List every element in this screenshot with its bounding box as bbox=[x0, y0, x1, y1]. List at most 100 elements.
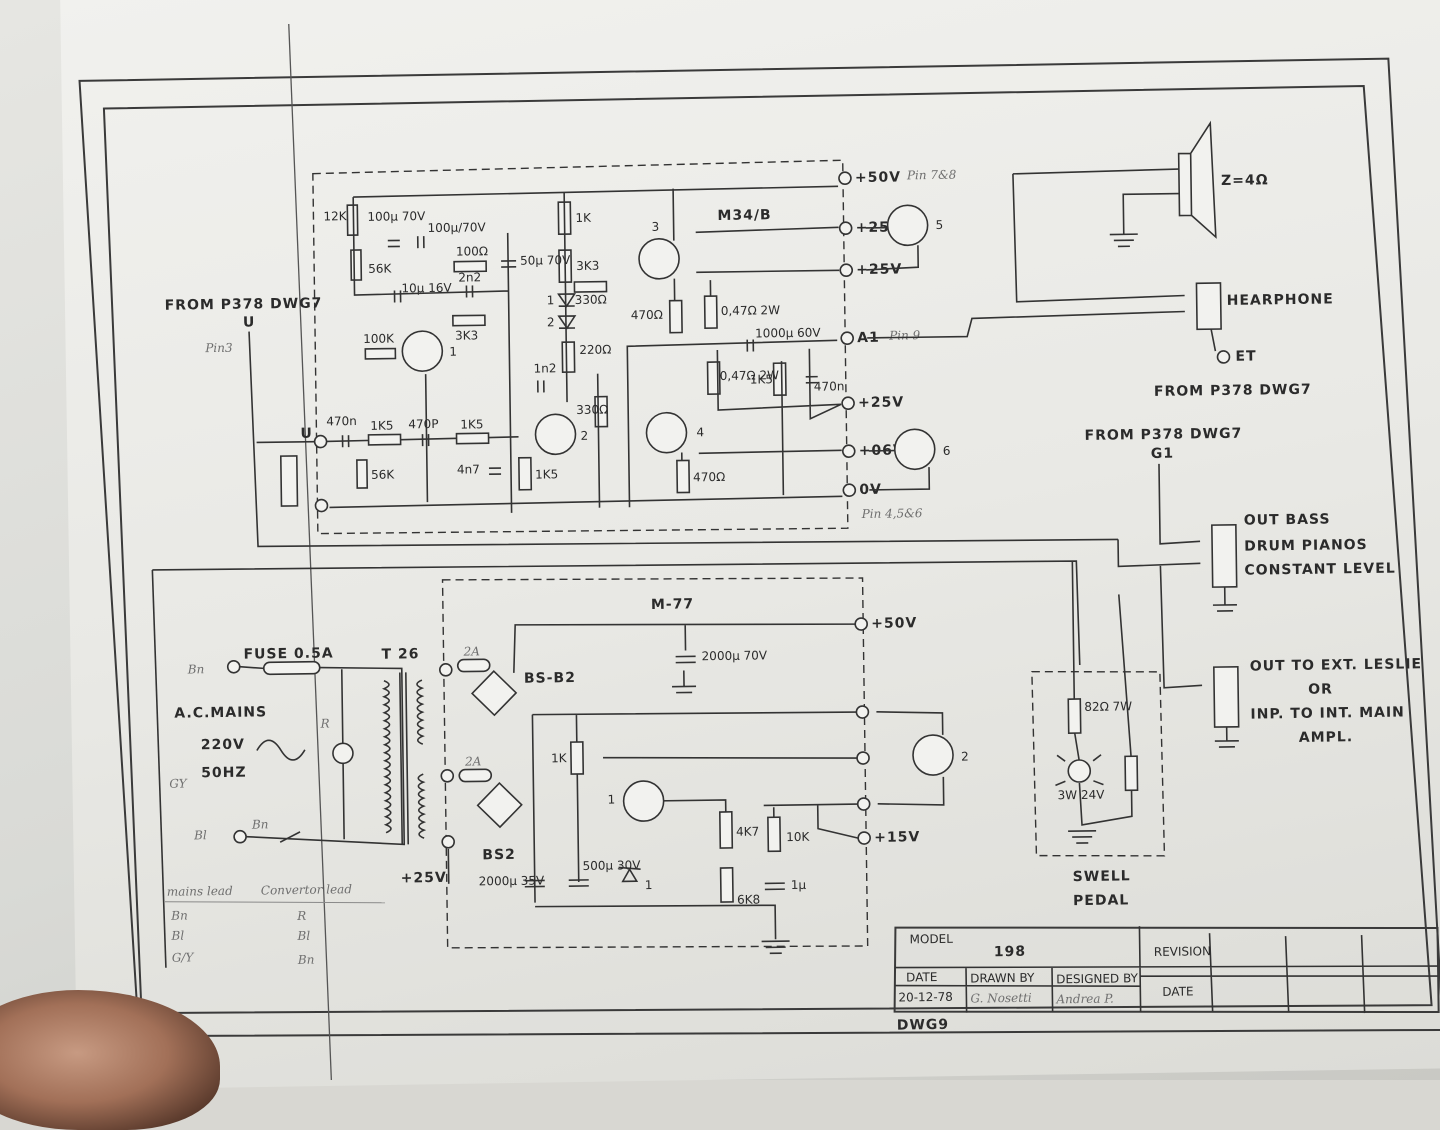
swell-line-1: SWELL bbox=[1073, 868, 1131, 885]
r-1k5-b: 1K5 bbox=[460, 417, 483, 431]
power-module-label: M-77 bbox=[651, 596, 694, 613]
lamp-rays-icon bbox=[1055, 754, 1104, 787]
r-100ohm: 100Ω bbox=[456, 244, 488, 258]
mains-row-1-b: R bbox=[296, 909, 306, 923]
zener-icon bbox=[618, 866, 641, 883]
r-12k: 12K bbox=[323, 209, 347, 223]
tb-designed-value: Andrea P. bbox=[1055, 992, 1114, 1007]
bridge-rectifier-a bbox=[470, 670, 518, 717]
r-1k: 1K bbox=[575, 211, 592, 225]
power-outer-wire bbox=[152, 560, 1081, 666]
mains-row-2-b: Bl bbox=[296, 929, 310, 943]
power-node-a bbox=[438, 663, 453, 677]
power-rail-50v-node bbox=[854, 617, 868, 631]
transformer-core-icon bbox=[399, 672, 410, 845]
r-1k5-c: 1K5 bbox=[535, 467, 558, 481]
fuse-2a-b: 2A bbox=[464, 754, 482, 768]
c-4n7: 4n7 bbox=[457, 462, 480, 476]
tb-date-value: 20-12-78 bbox=[898, 990, 953, 1005]
leslie-line-1: OUT TO EXT. LESLIE bbox=[1250, 656, 1422, 674]
tb-revision-label: REVISION bbox=[1154, 944, 1211, 959]
speaker-impedance: Z=4Ω bbox=[1221, 172, 1269, 189]
power-rail-15v-node bbox=[857, 831, 871, 845]
r-56k-a: 56K bbox=[368, 262, 392, 276]
r-56k-b: 56K bbox=[371, 468, 395, 482]
mains-line-1: A.C.MAINS bbox=[174, 704, 267, 721]
inner-frame bbox=[102, 84, 1433, 1015]
tb-drawn-label: DRAWN BY bbox=[970, 971, 1035, 986]
tb-date-label: DATE bbox=[906, 970, 937, 984]
res-6k8-icon bbox=[719, 867, 734, 903]
note-pin78: Pin 7&8 bbox=[906, 168, 957, 183]
outbass-from: FROM P378 DWG7 bbox=[1084, 426, 1242, 444]
amplifier-module-box bbox=[312, 159, 849, 535]
schematic-diagram: M34/B +50V +25G +25V A1 +25V +06V 0V Pin… bbox=[78, 23, 1440, 1080]
leslie-ground bbox=[1214, 726, 1239, 748]
a1-to-headphone-wire bbox=[867, 310, 1185, 339]
bridge-rectifier-b bbox=[476, 781, 523, 829]
amp-input-from: FROM P378 DWG7 bbox=[165, 296, 323, 314]
swell-line-2: PEDAL bbox=[1073, 892, 1129, 909]
amp-internal-wiring bbox=[352, 188, 931, 513]
diode-1: 1 bbox=[547, 293, 555, 307]
tb-model-label: MODEL bbox=[909, 932, 953, 947]
res-6k8: 6K8 bbox=[737, 892, 760, 906]
headphone-label: HEARPHONE bbox=[1227, 291, 1334, 308]
cap-500u-30v-icon bbox=[568, 879, 589, 887]
fuse-label: FUSE 0.5A bbox=[243, 645, 333, 662]
transistor-6: 6 bbox=[943, 444, 951, 458]
r-047-a: 0,47Ω 2W bbox=[721, 303, 781, 318]
cap-2000u-70v-icon bbox=[675, 655, 696, 664]
transistor-5: 5 bbox=[936, 218, 944, 232]
r-470ohm-b: 470Ω bbox=[693, 470, 725, 484]
c-1n2: 1n2 bbox=[533, 361, 556, 375]
mains-lead-table: mains lead Convertor lead Bn R Bl Bl G/Y… bbox=[164, 882, 386, 967]
ground-icon bbox=[1109, 233, 1138, 248]
power-transistor-1: 1 bbox=[608, 792, 616, 806]
power-rail-50v: +50V bbox=[871, 615, 917, 632]
fuse-2a-icon-b bbox=[458, 768, 493, 783]
swell-wiring bbox=[1071, 561, 1133, 826]
leslie-line-3: INP. TO INT. MAIN bbox=[1250, 704, 1405, 722]
headphone-jack-icon bbox=[1195, 282, 1222, 331]
amp-rail-nodes bbox=[838, 171, 857, 497]
cap-1u: 1μ bbox=[791, 878, 807, 892]
res-1k-icon bbox=[569, 741, 585, 775]
tb-designed-label: DESIGNED BY bbox=[1056, 971, 1139, 986]
transistor-3: 3 bbox=[652, 220, 660, 234]
power-node-e bbox=[856, 751, 870, 765]
leslie-line-2: OR bbox=[1308, 681, 1333, 697]
note-pin456: Pin 4,5&6 bbox=[861, 506, 923, 521]
mains-row-2-a: Bl bbox=[170, 929, 184, 943]
note-pin9: Pin 9 bbox=[888, 328, 921, 342]
zener-label: 1 bbox=[645, 878, 653, 892]
swell-lamp-icon bbox=[1067, 759, 1092, 783]
fuse-2a-a: 2A bbox=[462, 644, 480, 658]
transistor-4: 4 bbox=[696, 425, 704, 439]
speaker-loop-wire bbox=[1012, 173, 1185, 303]
hand-bn1: Bn bbox=[187, 662, 205, 676]
amp-transistors bbox=[401, 204, 936, 471]
power-node-b bbox=[440, 769, 455, 783]
leslie-jack-icon bbox=[1213, 665, 1240, 728]
tb-rev-date-label: DATE bbox=[1162, 984, 1193, 998]
outbass-ground bbox=[1212, 586, 1237, 612]
input-pot bbox=[279, 455, 299, 507]
hand-gy: GY bbox=[169, 776, 188, 790]
outbass-line-3: CONSTANT LEVEL bbox=[1244, 561, 1395, 579]
c-2n2: 2n2 bbox=[458, 270, 481, 284]
c-10u-16v: 10μ 16V bbox=[401, 281, 452, 296]
ac-sine-icon bbox=[256, 739, 306, 761]
top-rail-wire bbox=[353, 185, 839, 198]
outbass-g1: G1 bbox=[1151, 446, 1174, 462]
transistor-1: 1 bbox=[449, 345, 457, 359]
mains-switch-icon bbox=[279, 831, 301, 843]
res-10k: 10K bbox=[786, 830, 810, 844]
diode-2: 2 bbox=[547, 315, 555, 329]
amp-rail-5: +25V bbox=[858, 394, 904, 411]
outbass-wiring bbox=[1117, 539, 1203, 689]
power-rail-25v: +25V bbox=[401, 870, 447, 887]
outbass-line-2: DRUM PIANOS bbox=[1244, 537, 1368, 555]
c-1000u-60v: 1000μ 60V bbox=[755, 326, 821, 341]
hand-bl: Bl bbox=[193, 828, 207, 842]
